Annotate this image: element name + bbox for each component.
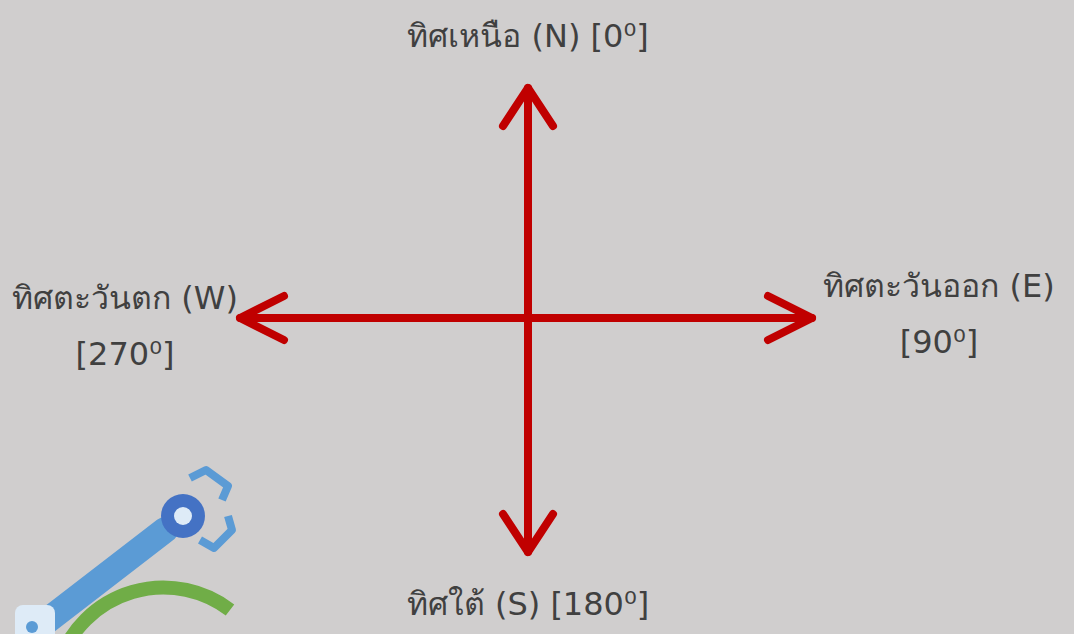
arrow-head bbox=[503, 88, 553, 126]
direction-label: ทิศตะวันตก (W) [270⁰] bbox=[5, 270, 245, 382]
arrow-head bbox=[240, 296, 284, 340]
direction-label: ทิศเหนือ (N) [0⁰] bbox=[318, 8, 738, 64]
arrow-head bbox=[768, 296, 812, 340]
gripper bbox=[190, 470, 228, 500]
direction-label: ทิศใต้ (S) [180⁰] bbox=[318, 576, 738, 632]
arm-joint bbox=[26, 621, 38, 633]
direction-label: ทิศตะวันออก (E) [90⁰] bbox=[808, 258, 1070, 370]
gripper bbox=[200, 516, 232, 548]
arrow-head bbox=[503, 514, 553, 552]
west-east-arrow bbox=[240, 314, 812, 322]
compass-arrows bbox=[240, 88, 812, 552]
wrist-hole bbox=[174, 507, 192, 525]
arm-base bbox=[15, 605, 55, 634]
robot-arm-icon bbox=[15, 470, 232, 634]
wrist-joint bbox=[161, 494, 205, 538]
